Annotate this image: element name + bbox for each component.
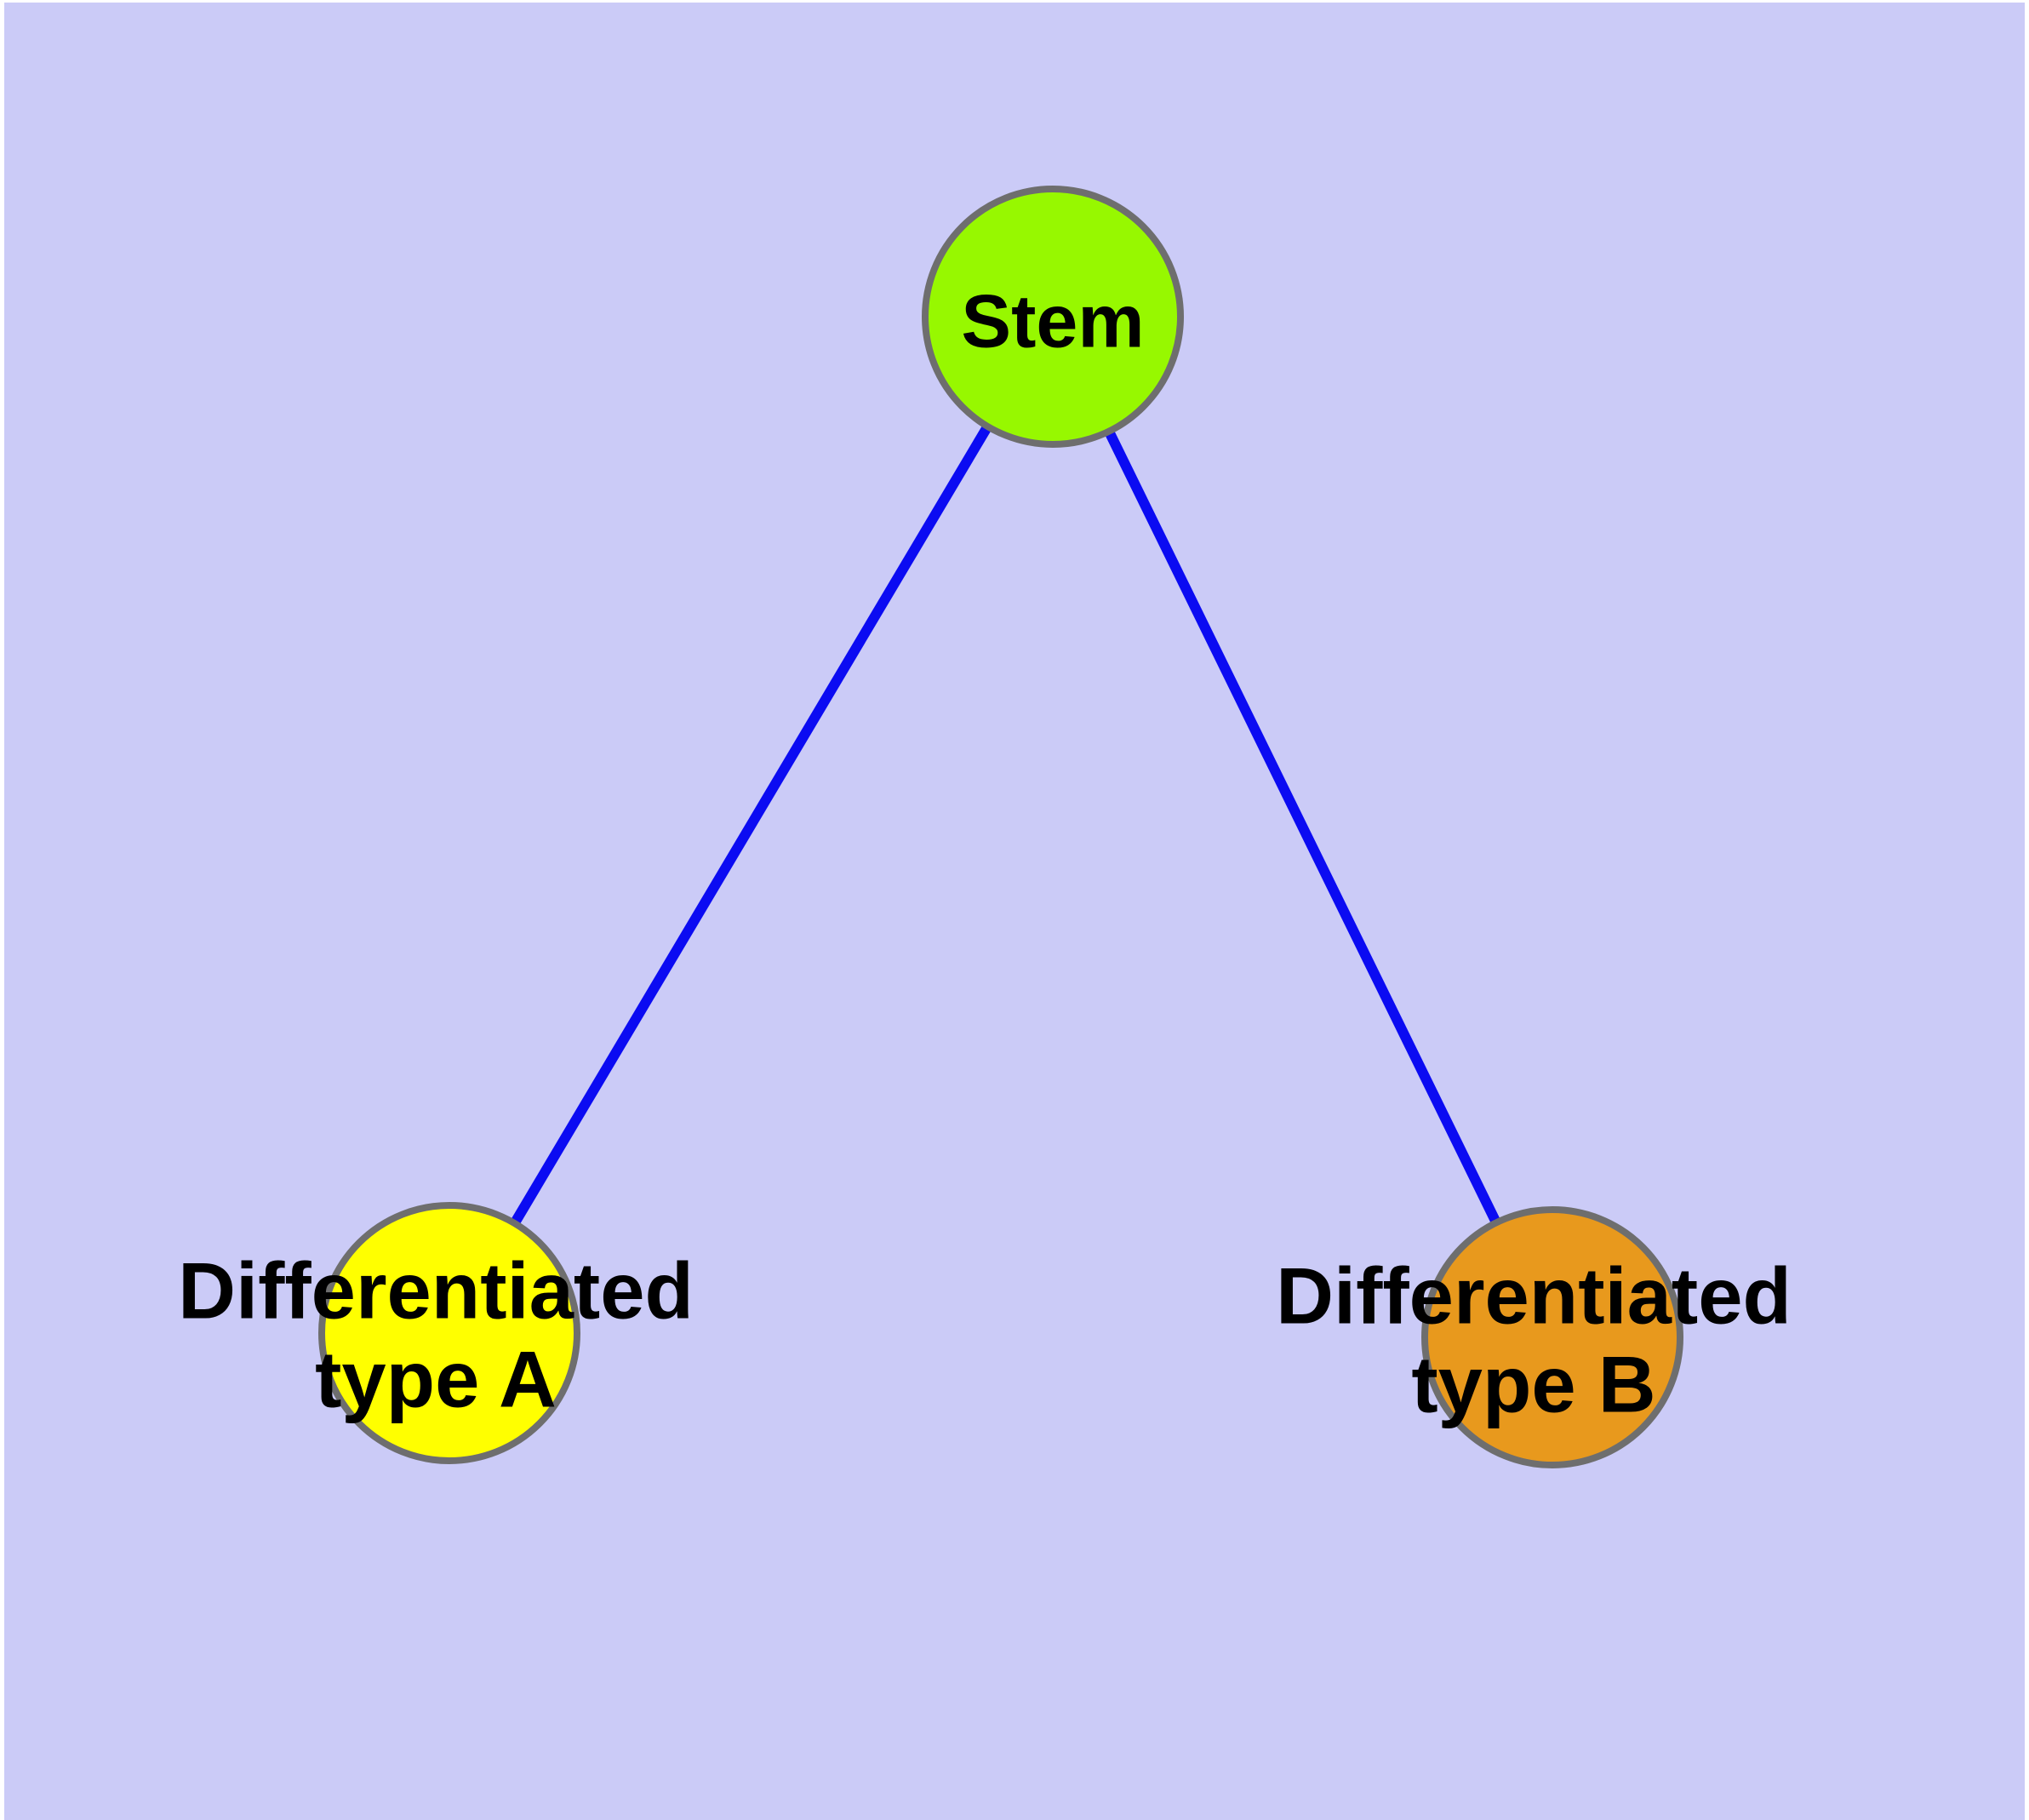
node-type-a-label-line1: Differentiated: [178, 1246, 694, 1336]
node-stem-label: Stem: [961, 279, 1144, 363]
node-type-a-label-line2: type A: [315, 1335, 557, 1424]
edge-stem-to-type-a: [444, 313, 1058, 1336]
node-stem-circle: [922, 186, 1184, 448]
node-stem: Stem: [922, 186, 1184, 448]
node-type-b-label-line2: type B: [1411, 1340, 1655, 1429]
node-type-b-label-line1: Differentiated: [1276, 1251, 1792, 1341]
node-differentiated-type-b: Differentiated type B: [1276, 1206, 1792, 1468]
node-type-b-circle: [1421, 1206, 1683, 1468]
edge-stem-to-type-b: [1048, 314, 1557, 1340]
node-type-a-circle: [318, 1202, 580, 1464]
node-differentiated-type-a: Differentiated type A: [178, 1202, 694, 1464]
